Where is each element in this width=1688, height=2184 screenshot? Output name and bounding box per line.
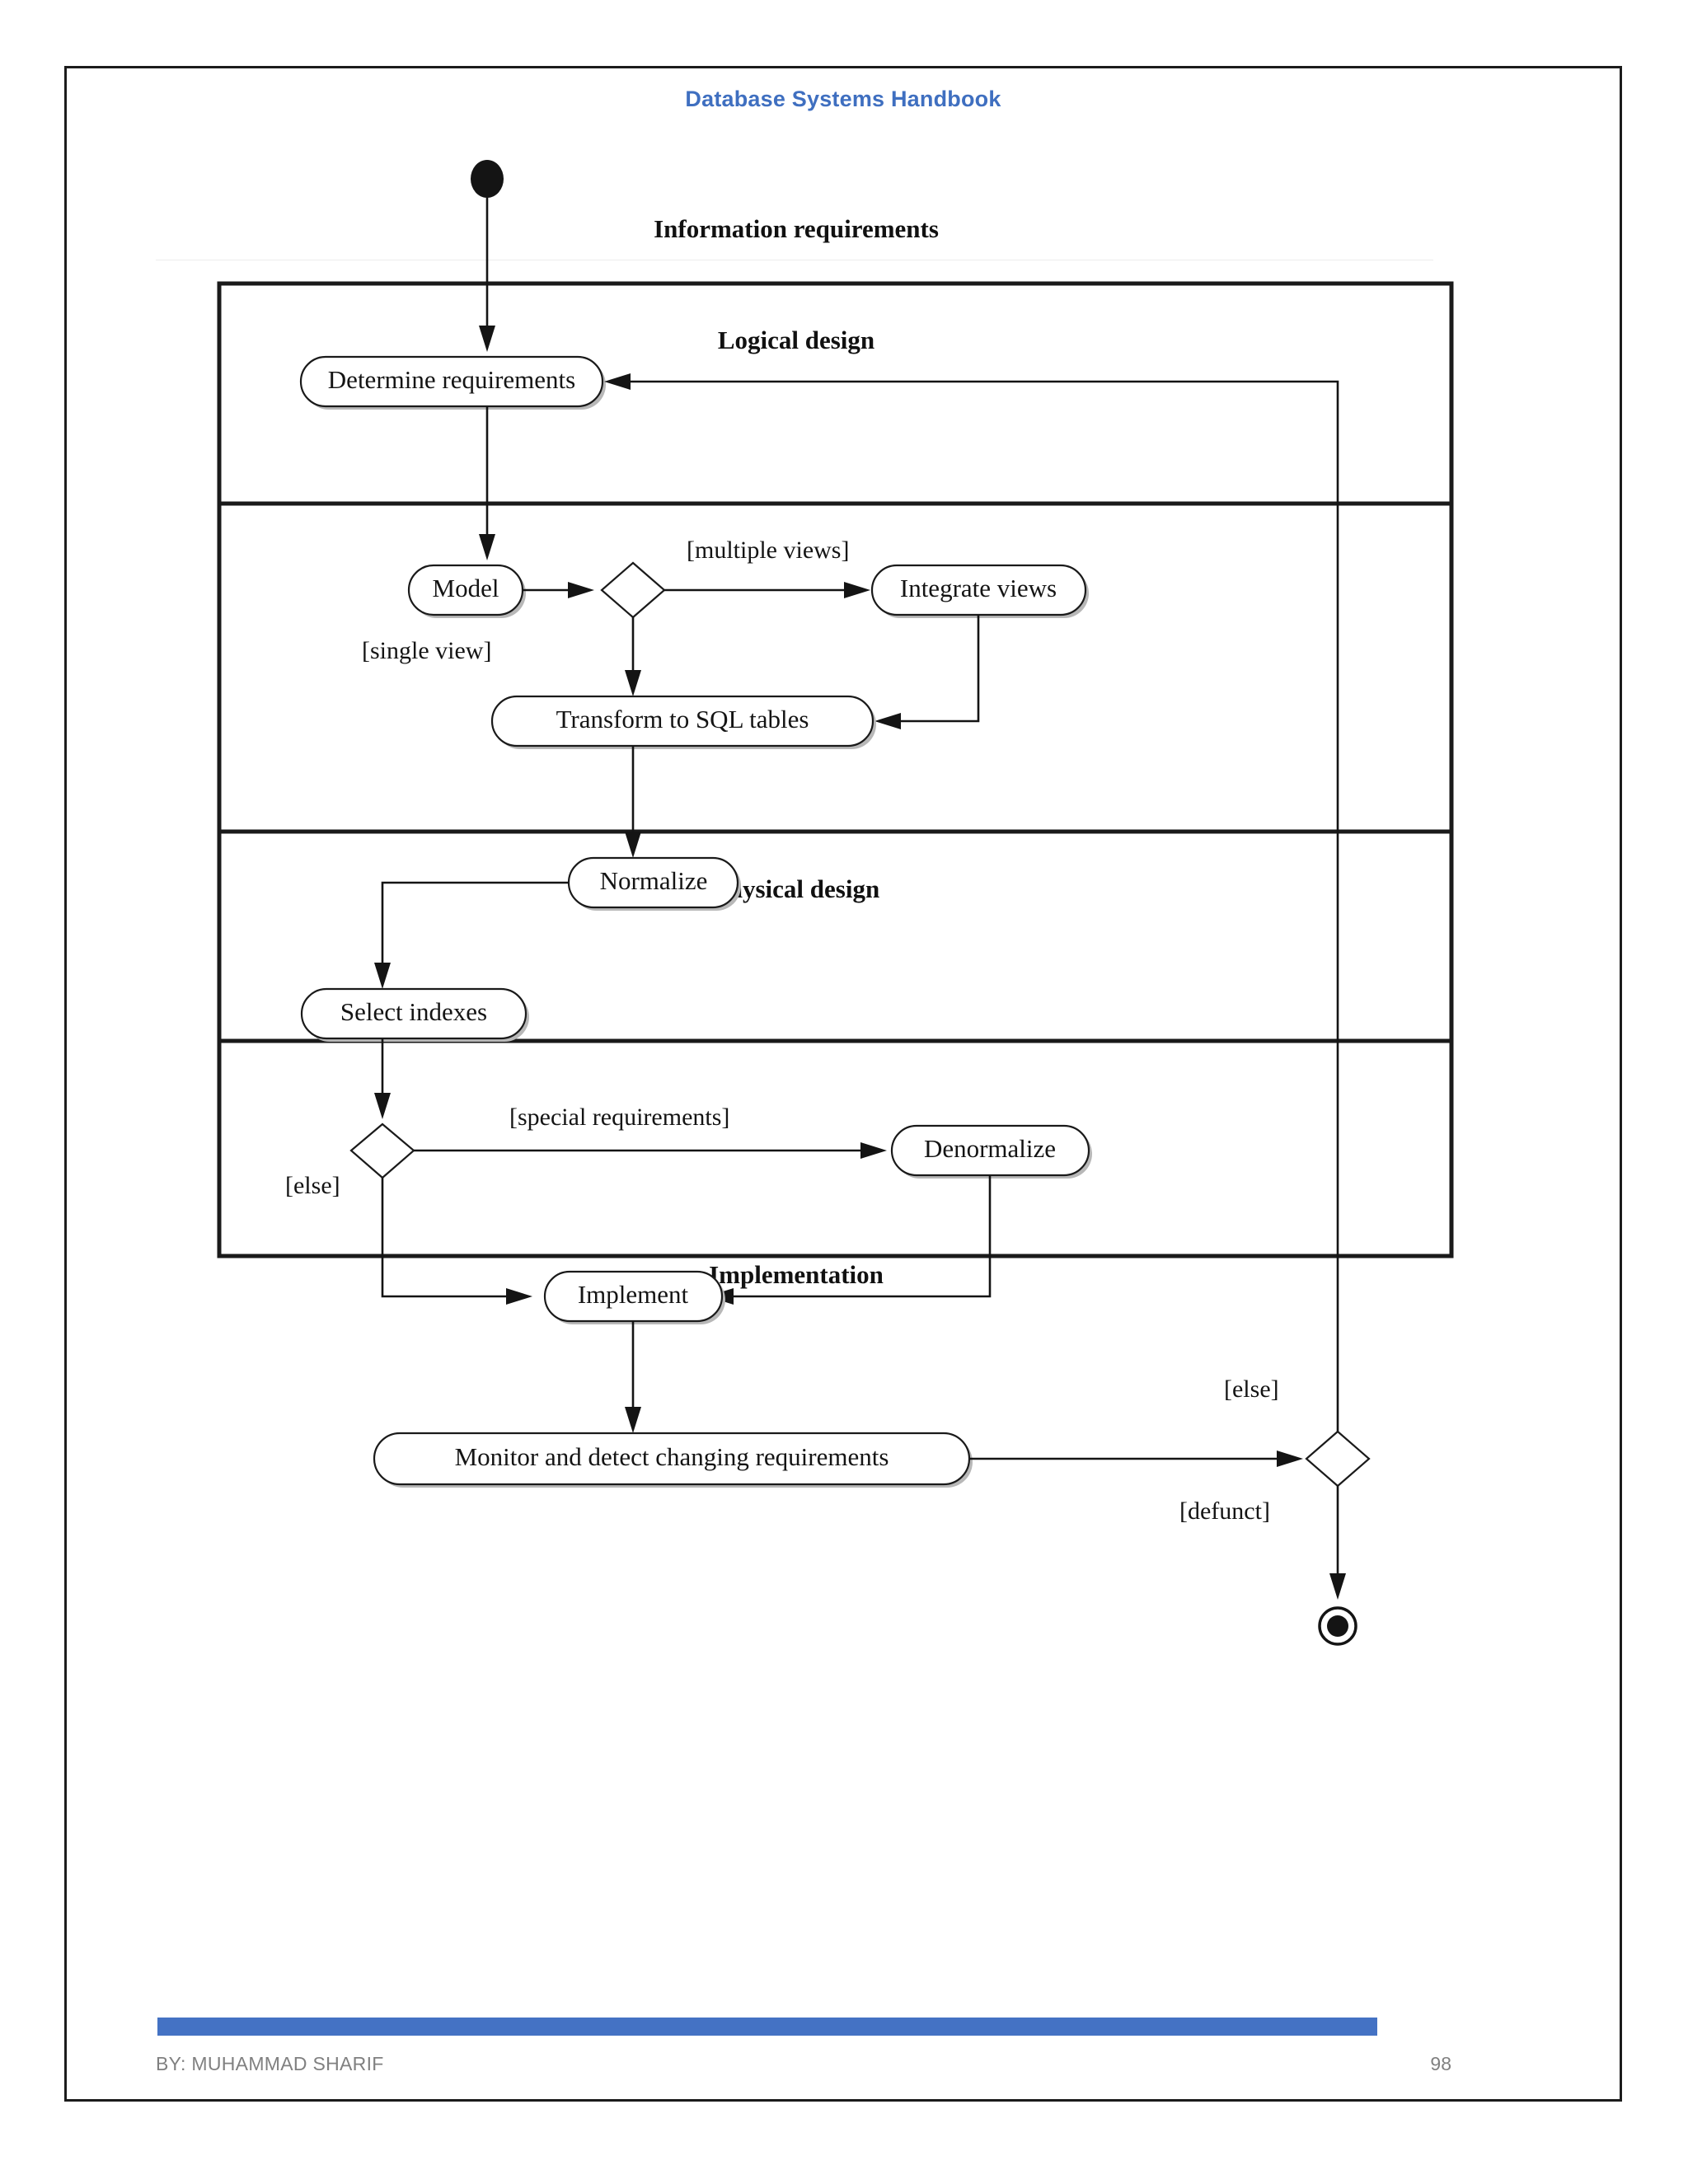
arrowhead-defunct-decision (1277, 1451, 1303, 1467)
activity-transform-to-sql-tables[interactable]: Transform to SQL tables (490, 695, 876, 749)
arrowhead-integrate-views (844, 582, 870, 598)
activity-select-indexes[interactable]: Select indexes (300, 987, 529, 1042)
activity-label: Transform to SQL tables (556, 705, 809, 733)
activity-implement[interactable]: Implement (543, 1270, 725, 1324)
swimlane-frame (217, 281, 1454, 1258)
activity-label: Denormalize (924, 1134, 1056, 1163)
activity-label: Determine requirements (328, 365, 575, 394)
activity-diagram: Information requirements Logical design … (67, 68, 1625, 2104)
page-title: Database Systems Handbook (685, 87, 1001, 111)
activity-label: Select indexes (340, 997, 487, 1026)
page-frame: Database Systems Handbook Information re… (64, 66, 1622, 2102)
activity-label: Normalize (600, 866, 708, 895)
final-node (1318, 1606, 1357, 1646)
arrowhead-normalize-top (625, 832, 641, 858)
guard-else-physical: [else] (285, 1172, 340, 1199)
guard-else-final: [else] (1224, 1376, 1279, 1403)
activity-model[interactable]: Model (407, 564, 526, 618)
arrowhead-final-node (1329, 1573, 1346, 1600)
arrowhead-determine-top (479, 326, 495, 352)
activity-label: Model (433, 574, 499, 602)
guard-special-requirements: [special requirements] (509, 1104, 729, 1131)
activity-box (300, 987, 528, 1040)
footer-author: BY: MUHAMMAD SHARIF (156, 2053, 384, 2074)
final-node-ring (1318, 1606, 1357, 1646)
arrowhead-transform-top (625, 670, 641, 696)
decision-views[interactable] (600, 561, 666, 619)
flow-denormalize-to-implement (724, 1175, 992, 1298)
guard-single-view: [single view] (362, 637, 491, 664)
flow-integrate-to-transform (891, 615, 980, 723)
activity-label: Integrate views (900, 574, 1057, 602)
activity-determine-requirements[interactable]: Determine requirements (299, 355, 606, 410)
arrowhead-determine-right (604, 373, 631, 390)
flow-else-feedback-to-determine (621, 380, 1339, 1432)
flow-normalize-to-select-indexes (381, 881, 569, 972)
arrowhead-monitor-top (625, 1407, 641, 1433)
activity-normalize[interactable]: Normalize (567, 856, 741, 911)
swimlane-title-logical-design: Logical design (718, 326, 874, 354)
arrowhead-requirements-decision (374, 1093, 391, 1119)
flow-else-to-implement (381, 1178, 516, 1298)
activity-box (490, 695, 874, 748)
footer-accent-bar (157, 2018, 1377, 2036)
activity-monitor-and-detect[interactable]: Monitor and detect changing requirements (373, 1432, 973, 1488)
activity-label: Monitor and detect changing requirements (455, 1442, 889, 1471)
arrowhead-select-indexes-top (374, 963, 391, 989)
swimlane-title-implementation: Implementation (709, 1260, 884, 1289)
activity-denormalize[interactable]: Denormalize (890, 1124, 1092, 1179)
decision-requirements[interactable] (349, 1122, 415, 1179)
activity-integrate-views[interactable]: Integrate views (870, 564, 1089, 618)
arrowhead-transform-right (874, 713, 901, 729)
arrowhead-implement-left (506, 1288, 532, 1305)
swimlane-title-information-requirements: Information requirements (654, 214, 939, 243)
arrowhead-denormalize (860, 1142, 887, 1159)
activity-box (299, 355, 604, 408)
footer-page-number: 98 (1430, 2053, 1451, 2074)
arrowhead-views-decision (568, 582, 594, 598)
decision-defunct[interactable] (1305, 1430, 1371, 1488)
initial-node (471, 160, 504, 198)
guard-multiple-views: [multiple views] (687, 537, 849, 564)
arrowhead-model-top (479, 534, 495, 560)
final-node-core (1327, 1615, 1348, 1637)
guard-defunct: [defunct] (1179, 1497, 1270, 1525)
activity-label: Implement (578, 1280, 689, 1309)
